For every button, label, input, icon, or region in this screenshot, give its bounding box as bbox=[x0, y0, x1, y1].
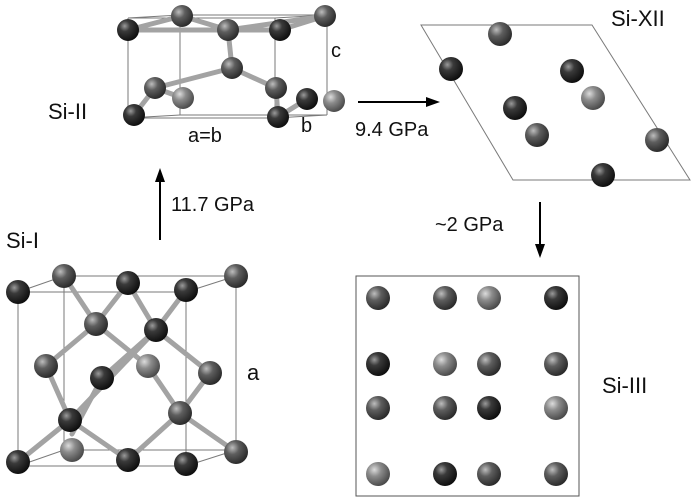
si12-phase-label: Si-XII bbox=[611, 6, 665, 31]
atom bbox=[265, 77, 287, 99]
atom bbox=[144, 318, 168, 342]
atom bbox=[34, 354, 58, 378]
arrow-si2-to-si12 bbox=[358, 97, 440, 107]
atom bbox=[171, 5, 193, 27]
atom bbox=[217, 19, 239, 41]
atom bbox=[544, 462, 568, 486]
transition-si12-si3-label: ~2 GPa bbox=[435, 214, 504, 236]
atom bbox=[116, 271, 140, 295]
atom bbox=[58, 408, 82, 432]
atom bbox=[6, 450, 30, 474]
si3-structure bbox=[355, 275, 580, 497]
atom bbox=[477, 286, 501, 310]
atom bbox=[174, 278, 198, 302]
atom bbox=[366, 462, 390, 486]
atom bbox=[136, 354, 160, 378]
atom bbox=[477, 352, 501, 376]
atom bbox=[198, 361, 222, 385]
arrow-si12-to-si3 bbox=[535, 202, 545, 258]
atom bbox=[84, 312, 108, 336]
atom bbox=[366, 352, 390, 376]
atom bbox=[433, 462, 457, 486]
atom bbox=[221, 57, 243, 79]
atom bbox=[314, 5, 336, 27]
atom bbox=[477, 462, 501, 486]
si2-structure: c a=b b bbox=[117, 5, 345, 147]
atom bbox=[433, 352, 457, 376]
si2-phase-label: Si-II bbox=[48, 99, 87, 124]
si1-atoms bbox=[6, 264, 248, 476]
atom bbox=[117, 19, 139, 41]
si12-unit-cell bbox=[420, 24, 691, 181]
atom bbox=[591, 163, 615, 187]
atom bbox=[323, 90, 345, 112]
atom bbox=[174, 452, 198, 476]
si2-axis-b-label: b bbox=[301, 115, 312, 137]
si1-structure: a bbox=[6, 264, 260, 476]
si1-phase-label: Si-I bbox=[6, 228, 39, 253]
atom bbox=[52, 264, 76, 288]
atom bbox=[439, 57, 463, 81]
atom bbox=[296, 88, 318, 110]
atom bbox=[581, 86, 605, 110]
atom bbox=[144, 77, 166, 99]
atom bbox=[366, 396, 390, 420]
atom bbox=[488, 22, 512, 46]
atom bbox=[433, 286, 457, 310]
si3-phase-label: Si-III bbox=[602, 373, 647, 398]
atom bbox=[525, 123, 549, 147]
atom bbox=[224, 440, 248, 464]
atom bbox=[123, 104, 145, 126]
atom bbox=[60, 438, 84, 462]
atom bbox=[560, 59, 584, 83]
atom bbox=[224, 264, 248, 288]
si1-axis-a-label: a bbox=[247, 360, 260, 385]
atom bbox=[544, 352, 568, 376]
transition-si1-si2-label: 11.7 GPa bbox=[171, 194, 255, 216]
atom bbox=[267, 106, 289, 128]
atom bbox=[503, 96, 527, 120]
arrow-si1-to-si2 bbox=[155, 168, 165, 240]
atom bbox=[90, 366, 114, 390]
atom bbox=[366, 286, 390, 310]
si2-atoms bbox=[117, 5, 345, 128]
atom bbox=[6, 280, 30, 304]
atom bbox=[645, 128, 669, 152]
atom bbox=[269, 19, 291, 41]
atom bbox=[544, 286, 568, 310]
si12-structure bbox=[420, 22, 691, 187]
atom bbox=[168, 401, 192, 425]
atom bbox=[172, 87, 194, 109]
atom bbox=[433, 396, 457, 420]
si2-axis-c-label: c bbox=[331, 40, 341, 62]
si2-axis-ab-label: a=b bbox=[188, 125, 222, 147]
atom bbox=[116, 448, 140, 472]
atom bbox=[477, 396, 501, 420]
si3-unit-cell bbox=[355, 275, 580, 497]
transition-si2-si12-label: 9.4 GPa bbox=[355, 119, 429, 141]
atom bbox=[544, 396, 568, 420]
